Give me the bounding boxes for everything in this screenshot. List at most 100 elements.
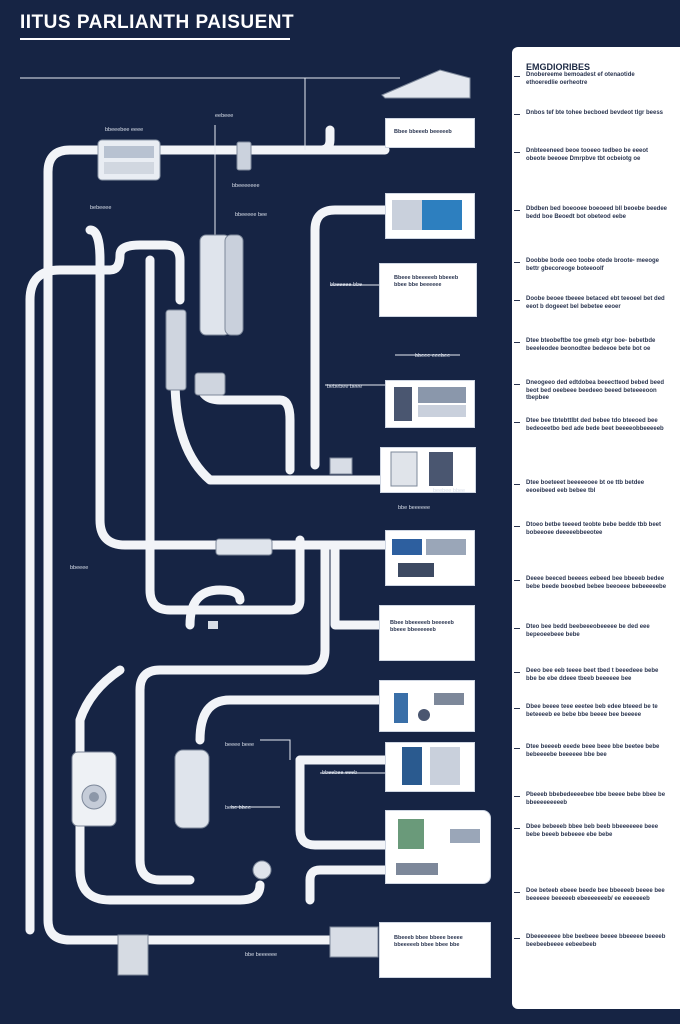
component-card-3-text: Bbeee bbeeeeeb bbeeeb bbee bbe beeeeee (394, 275, 459, 288)
component-card-8-graphic (394, 693, 464, 723)
legend-note-text: Dtee bee tbtebttlbt ded bebee tdo bteeoe… (526, 418, 664, 432)
component-card-7-text: Bbee bbeeeeeb beeeeeb bbeee bbeeeeeeb (390, 620, 454, 633)
legend-note-text: Deeee beeced beeees eebeed bee bbeeeb be… (526, 576, 667, 590)
legend-note-marker (514, 526, 520, 527)
legend-note-text: Dnbteeeneed beoe tooeeo tedbeo be eeeot … (526, 148, 649, 162)
pipe-lower-f (295, 755, 390, 850)
pipe-lower-c (135, 540, 330, 885)
label-8: bbeee eeebee (415, 353, 451, 359)
component-card-12: Bbeeeb bbee bbeee beeee bbeeeeeb bbee bb… (379, 922, 491, 978)
component-card-6 (385, 530, 475, 586)
legend-panel (512, 47, 680, 1009)
legend-note-marker (514, 748, 520, 749)
pipe-lower-e (195, 695, 390, 745)
pipe-inner-loop-b (25, 240, 185, 305)
component-card-5-graphic (390, 451, 453, 487)
legend-note-text: Dnbos tef bte tohee becboed bevdeot tlgr… (526, 110, 664, 116)
legend-note: Deeo bee eeb teeee beet tbed t beeedeee … (526, 668, 668, 683)
legend-note-marker (514, 300, 520, 301)
pipe-right-up (310, 205, 390, 470)
legend-note: Dnobereeme bemoadest ef otenaotide ethoe… (526, 72, 668, 87)
pipe-inner-loop-a (85, 225, 305, 550)
component-card-1-text: Bbee bbeeeb beeeeeb (394, 129, 452, 135)
component-card-2-graphic (392, 200, 462, 230)
legend-note-text: Dbee bebeeeb bbee beb beeb bbeeeeeee bee… (526, 824, 659, 838)
legend-note: Dtoeo betbe teeeed teobte bebe bedde tbb… (526, 522, 668, 537)
legend-note-marker (514, 210, 520, 211)
legend-note-text: Deeo bee eeb teeee beet tbed t beeedeee … (526, 668, 659, 682)
label-6: bbeeeee bbe (330, 282, 363, 288)
legend-note-marker (514, 342, 520, 343)
legend-heading: EMGDIORIBES (526, 62, 591, 72)
legend-note: Dtee beeeeb eeede beee beee bbe beetee b… (526, 744, 668, 759)
legend-note-text: Dteo bee bedd beebeeeobeeeee be ded eee … (526, 624, 650, 638)
legend-note-text: Dtoeo betbe teeeed teobte bebe bedde tbb… (526, 522, 662, 536)
legend-note: Dbee beeee teee eeetee beb edee bteeed b… (526, 704, 668, 719)
legend-note: Pbeeeb bbebedeeeebee bbe beeee bebe bbee… (526, 792, 668, 807)
pipe-mid-a (145, 255, 305, 615)
label-14: bebe bbee (225, 805, 251, 811)
component-card-10 (385, 810, 491, 884)
equipment-bottom-block (117, 934, 149, 976)
legend-note: Doe beteeb ebeee beede bee bbeeeeb beeee… (526, 888, 668, 903)
label-4: bebeeee (90, 205, 112, 211)
label-12: beeee beee (225, 742, 255, 748)
component-card-2 (385, 193, 475, 239)
component-card-10-graphic (396, 819, 480, 875)
legend-note: Dneogeeo ded edtdobea beeectteod bebed b… (526, 380, 668, 403)
legend-note-text: Dnobereeme bemoadest ef otenaotide ethoe… (526, 72, 635, 86)
legend-note-marker (514, 76, 520, 77)
legend-note-text: Dbeeeeeeee bbe beebeee beeee bbeeeee bee… (526, 934, 666, 948)
legend-note: Dteo bee bedd beebeeeobeeeee be ded eee … (526, 624, 668, 639)
equipment-top-right (381, 69, 471, 99)
component-card-9-graphic (402, 747, 460, 785)
component-card-5 (380, 447, 476, 493)
pipe-lower-b (330, 540, 390, 630)
legend-note-marker (514, 828, 520, 829)
legend-note-text: Dbdben bed boeooee boeoeed bll beoebe be… (526, 206, 668, 220)
component-card-4 (385, 380, 475, 428)
label-7: bebebee beee (327, 384, 363, 390)
pipe-bottom-to-box (305, 865, 390, 905)
component-card-12-text: Bbeeeb bbee bbeee beeee bbeeeeeb bbee bb… (394, 935, 463, 948)
equipment-valve-top (236, 141, 252, 171)
pipe-outer-left (43, 145, 335, 945)
label-9: beebee bbee (433, 488, 466, 494)
legend-note-marker (514, 484, 520, 485)
legend-note-text: Dtee boeteeet beeeeeoee bt oe ttb betdee… (526, 480, 645, 494)
pipe-lower-d (75, 665, 265, 905)
component-card-7: Bbee bbeeeeeb beeeeeb bbeee bbeeeeeeb (379, 605, 475, 661)
component-card-1: Bbee bbeeeb beeeeeb (385, 118, 475, 148)
legend-note-marker (514, 628, 520, 629)
legend-note: Dbeeeeeeee bbe beebeee beeee bbeeeee bee… (526, 934, 668, 949)
component-card-3: Bbeee bbeeeeeb bbeeeb bbee bbe beeeeee (379, 263, 477, 317)
legend-note: Dbee bebeeeb bbee beb beeb bbeeeeeee bee… (526, 824, 668, 839)
pipe-mid-b (170, 375, 385, 485)
legend-note-text: Dneogeeo ded edtdobea beeectteod bebed b… (526, 380, 665, 401)
label-13: bbeebee eeeb (322, 770, 358, 776)
legend-note-text: Doobe beoee tbeeee betaced ebt teeoeel b… (526, 296, 665, 310)
legend-note-marker (514, 796, 520, 797)
component-card-9 (385, 742, 475, 792)
leader-d (260, 739, 291, 760)
legend-note-marker (514, 938, 520, 939)
equipment-tank-lower (174, 749, 210, 829)
legend-note: Dnbos tef bte tohee becboed bevdeot tlgr… (526, 110, 668, 118)
label-15: bbe beeeeee (245, 952, 278, 958)
legend-note-marker (514, 384, 520, 385)
legend-note-marker (514, 672, 520, 673)
component-card-4-graphic (394, 387, 466, 421)
equipment-pump-left (71, 751, 117, 827)
legend-note: Dtee bteobeftbe toe gmeb etgr boe- bebet… (526, 338, 668, 353)
label-10: bbe beeeeee (398, 505, 431, 511)
legend-note-marker (514, 152, 520, 153)
legend-note-text: Dtee beeeeb eeede beee beee bbe beetee b… (526, 744, 660, 758)
legend-note: Dnbteeeneed beoe tooeeo tedbeo be eeeot … (526, 148, 668, 163)
legend-note-text: Doe beteeb ebeee beede bee bbeeeeb beeee… (526, 888, 665, 902)
pipe-diagram (20, 69, 471, 976)
legend-note-marker (514, 580, 520, 581)
legend-note-marker (514, 114, 520, 115)
legend-note: Dtee boeteeet beeeeeoee bt oe ttb betdee… (526, 480, 668, 495)
label-2: eebeee (215, 113, 234, 119)
